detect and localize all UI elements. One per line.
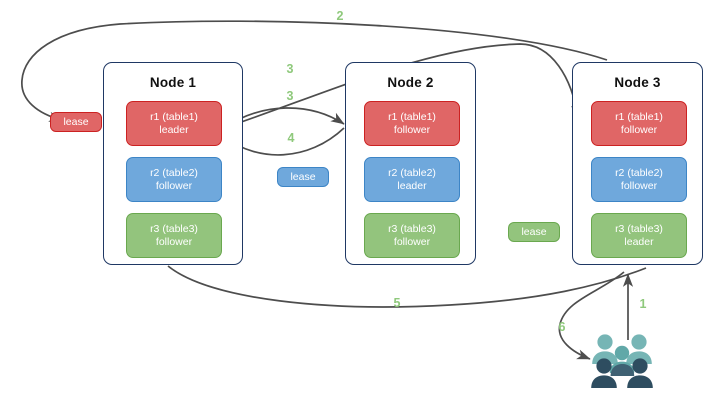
step-label-3-a: 3 — [286, 62, 294, 76]
replica-role: leader — [624, 235, 654, 248]
lease-label: lease — [290, 171, 316, 183]
step-label-4: 4 — [287, 131, 295, 145]
replica-role: follower — [393, 123, 431, 136]
replica-name: r1 (table1) — [615, 110, 663, 123]
lease-badge-blue: lease — [277, 167, 329, 187]
node-2-replica-r3: r3 (table3) follower — [364, 213, 460, 258]
lease-badge-red: lease — [50, 112, 102, 132]
replica-name: r1 (table1) — [150, 110, 198, 123]
people-group-icon — [591, 334, 653, 388]
step-label-5: 5 — [393, 296, 401, 310]
node-2-container: Node 2 r1 (table1) follower r2 (table2) … — [345, 62, 476, 265]
step-label-1: 1 — [639, 297, 647, 311]
people-center-dark-figure — [610, 364, 635, 376]
replica-name: r1 (table1) — [388, 110, 436, 123]
replica-role: leader — [159, 123, 189, 136]
replica-role: follower — [155, 235, 193, 248]
replica-name: r2 (table2) — [150, 166, 198, 179]
step-label-2: 2 — [336, 9, 344, 23]
node-2-replica-r2: r2 (table2) leader — [364, 157, 460, 202]
step-label-3-b: 3 — [286, 89, 294, 103]
node-1-title: Node 1 — [149, 75, 197, 90]
replica-name: r2 (table2) — [615, 166, 663, 179]
replica-name: r2 (table2) — [388, 166, 436, 179]
node-3-replica-r1: r1 (table1) follower — [591, 101, 687, 146]
node-2-title: Node 2 — [387, 75, 434, 90]
replica-name: r3 (table3) — [388, 222, 436, 235]
node-1-replica-r3: r3 (table3) follower — [126, 213, 222, 258]
arrow-step-5 — [167, 265, 647, 308]
node-3-replica-r2: r2 (table2) follower — [591, 157, 687, 202]
replica-name: r3 (table3) — [615, 222, 663, 235]
lease-label: lease — [63, 116, 89, 128]
replica-name: r3 (table3) — [150, 222, 198, 235]
replica-role: follower — [393, 235, 431, 248]
node-3-title: Node 3 — [614, 75, 661, 90]
replica-role: follower — [620, 123, 658, 136]
node-2-replica-r1: r1 (table1) follower — [364, 101, 460, 146]
replica-role: follower — [155, 179, 193, 192]
replica-role: follower — [620, 179, 658, 192]
step-label-6: 6 — [558, 320, 566, 334]
node-1-replica-r1: r1 (table1) leader — [126, 101, 222, 146]
node-1-container: Node 1 r1 (table1) leader r2 (table2) fo… — [103, 62, 243, 265]
node-3-replica-r3: r3 (table3) leader — [591, 213, 687, 258]
replica-role: leader — [397, 179, 427, 192]
node-1-replica-r2: r2 (table2) follower — [126, 157, 222, 202]
lease-label: lease — [521, 226, 547, 238]
node-3-container: Node 3 r1 (table1) follower r2 (table2) … — [572, 62, 703, 265]
people-front-row — [591, 358, 653, 388]
lease-badge-green: lease — [508, 222, 560, 242]
